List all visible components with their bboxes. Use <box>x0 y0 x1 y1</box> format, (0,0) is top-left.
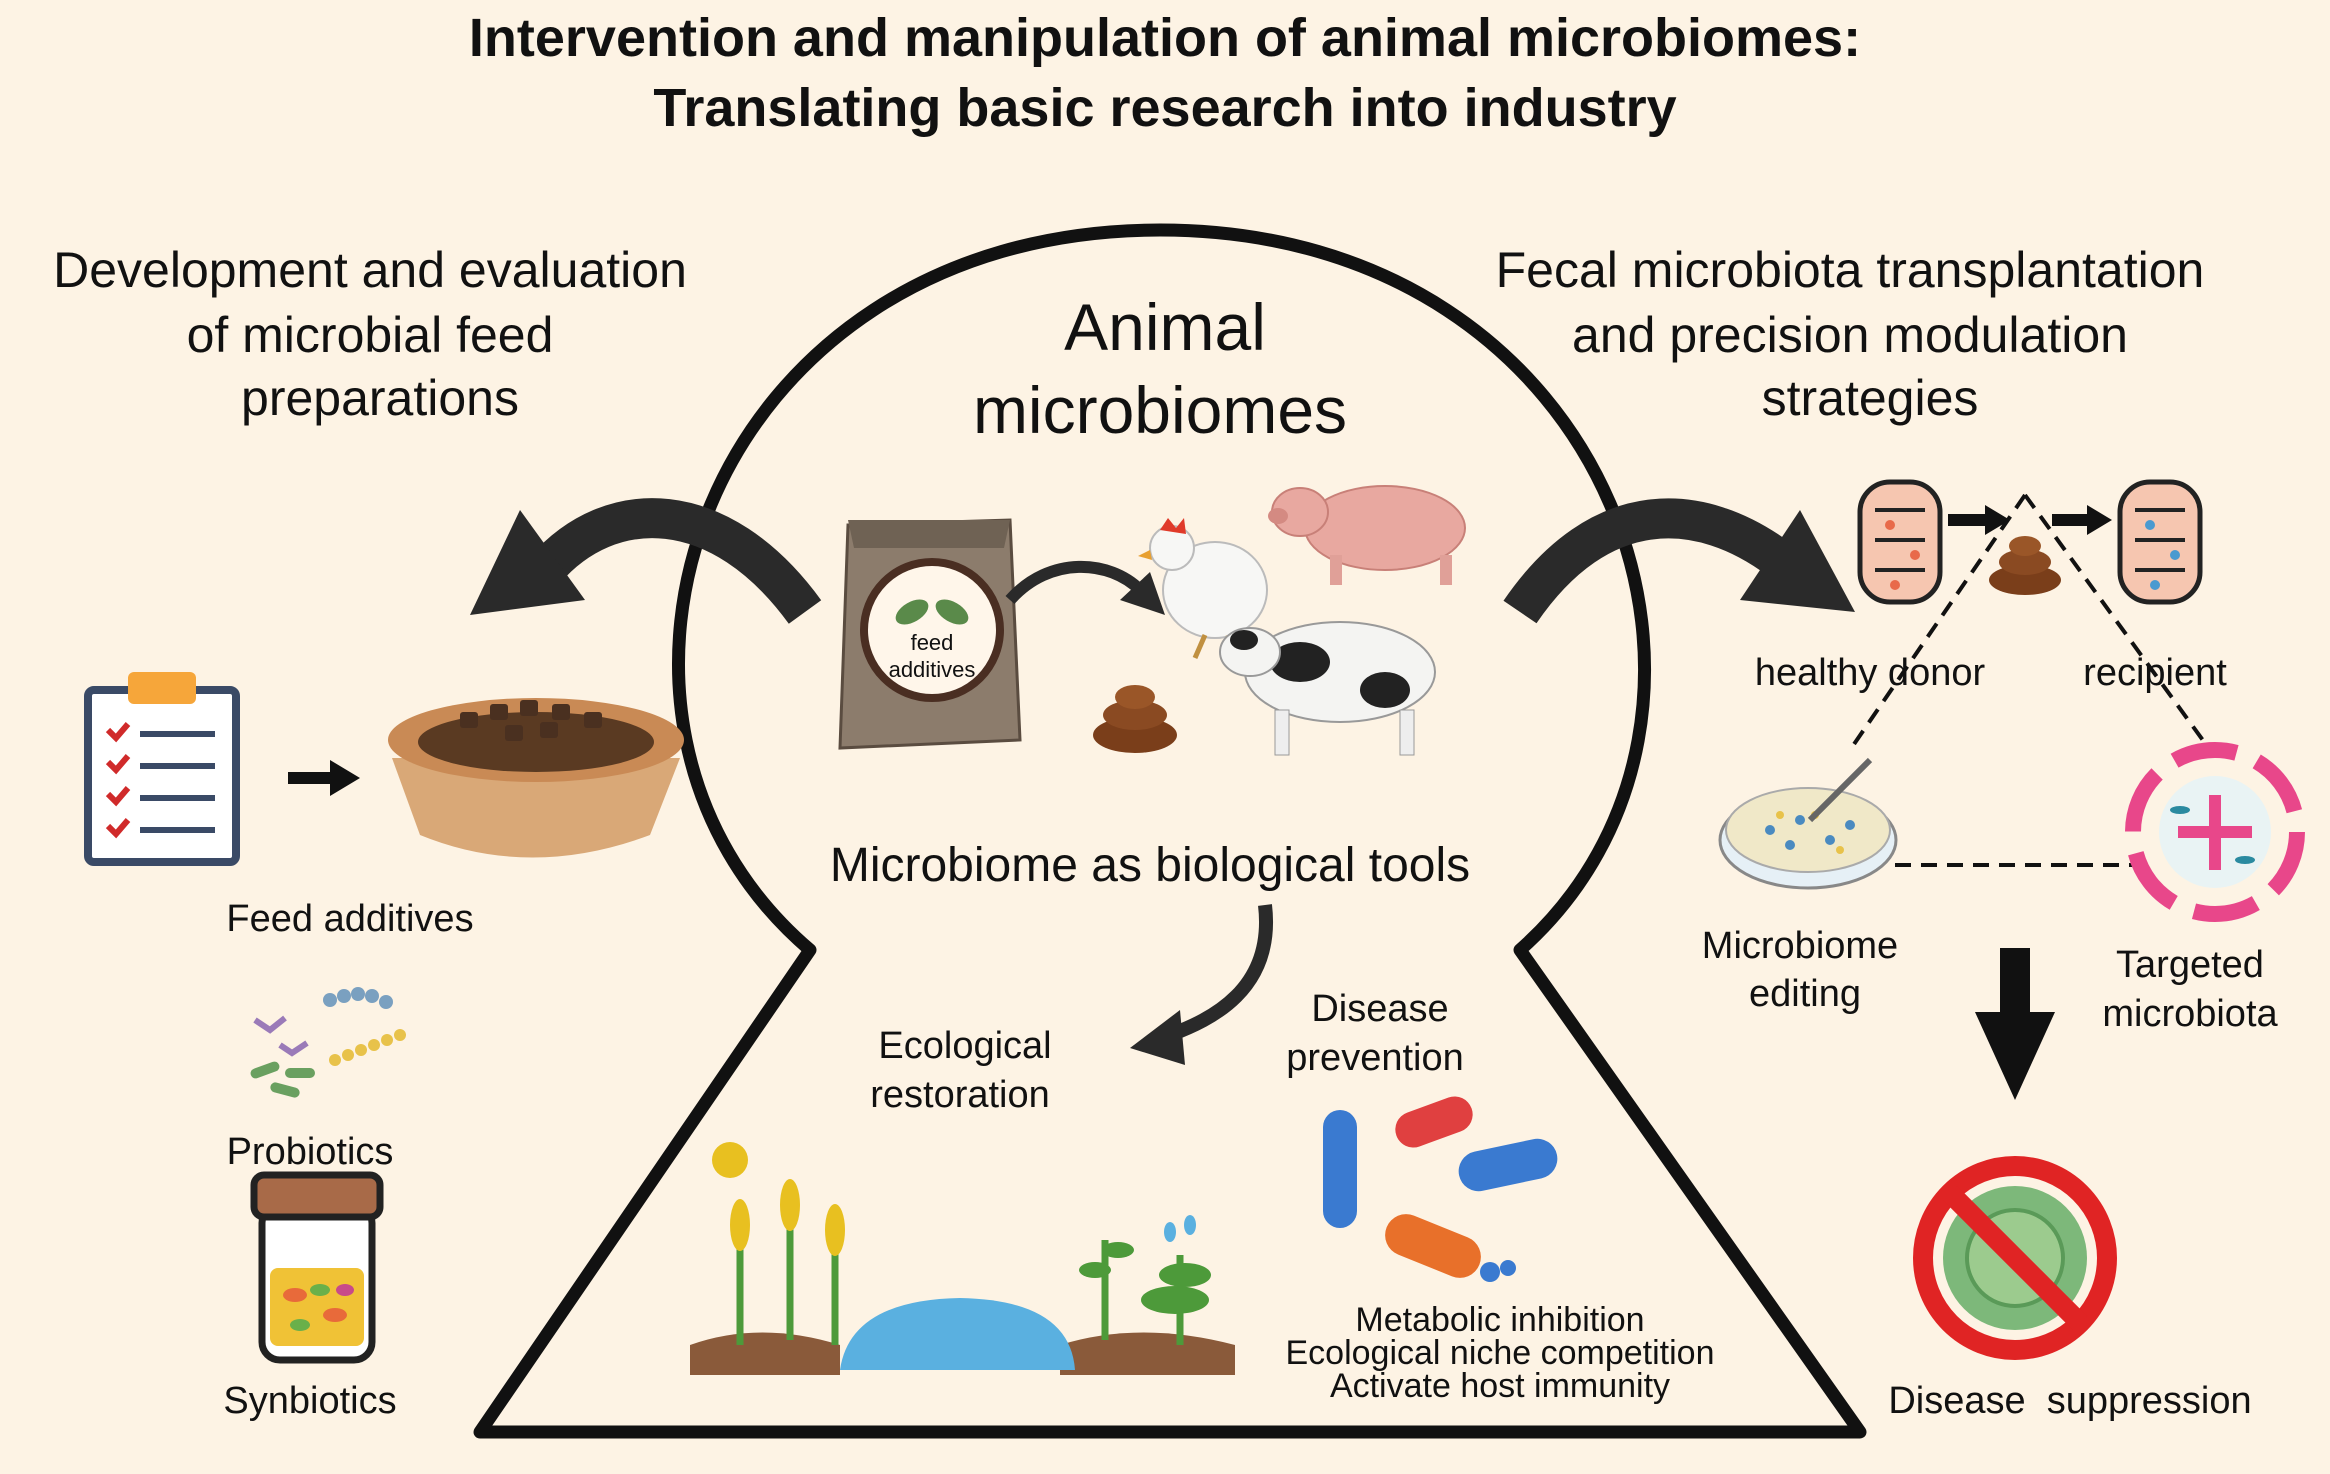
probiotics-label: Probiotics <box>226 1131 394 1173</box>
ecological-label-line-2: restoration <box>870 1074 1050 1116</box>
right-heading-line-2: and precision modulation <box>1572 307 2128 363</box>
center-title-line-1: Animal <box>1064 290 1266 364</box>
donor-intestine-icon <box>1857 479 1943 605</box>
no-virus-icon <box>1913 1156 2117 1360</box>
tools-label: Microbiome as biological tools <box>829 839 1471 892</box>
dashed-connectors <box>1848 493 2212 867</box>
arrow-to-ecological-icon <box>1130 904 1274 1065</box>
ecological-label-line-1: Ecological <box>878 1025 1052 1067</box>
left-heading-line-2: of microbial feed <box>186 307 554 363</box>
arrow-down-icon <box>1975 948 2055 1100</box>
transfer-arrows-icon <box>1948 505 2112 535</box>
pathogenic-bacteria-icon <box>1323 1096 1558 1282</box>
feed-bowl-icon <box>388 698 684 858</box>
ecological-scene-icon <box>690 1142 1235 1375</box>
synbiotics-jar-icon <box>250 1171 384 1364</box>
poop-icon <box>1093 685 1177 753</box>
left-heading-line-3: preparations <box>241 370 519 426</box>
petri-dish-icon <box>1718 757 1898 890</box>
disease-prevention-line-1: Disease <box>1311 988 1449 1030</box>
bag-label-line-2: additives <box>888 657 976 682</box>
center-title-line-2: microbiomes <box>972 373 1348 447</box>
left-heading-line-1: Development and evaluation <box>53 242 687 298</box>
mechanism-3: Activate host immunity <box>1329 1367 1671 1405</box>
pig-icon <box>1268 485 1466 585</box>
targeted-label-line-1: Targeted <box>2116 944 2264 986</box>
right-heading-line-1: Fecal microbiota transplantation <box>1495 242 2205 298</box>
arrow-bag-to-animals-icon <box>1005 560 1165 615</box>
title-line-2: Translating basic research into industry <box>653 78 1677 138</box>
recipient-intestine-icon <box>2117 479 2203 605</box>
probiotics-bacteria-icon <box>250 987 406 1098</box>
mechanism-1: Metabolic inhibition <box>1355 1301 1645 1339</box>
mechanism-2: Ecological niche competition <box>1285 1334 1715 1372</box>
arrow-to-left-icon <box>470 498 822 624</box>
editing-label-line-2: editing <box>1749 973 1861 1015</box>
feed-bag-icon <box>838 518 1022 750</box>
synbiotics-label: Synbiotics <box>223 1380 397 1422</box>
editing-label-line-1: Microbiome <box>1701 925 1899 967</box>
arrow-to-right-icon <box>1503 498 1855 624</box>
disease-prevention-line-2: prevention <box>1286 1037 1464 1079</box>
disease-suppression-label: Disease suppression <box>1888 1380 2252 1422</box>
fmt-poop-icon <box>1989 536 2061 595</box>
recipient-label: recipient <box>2083 652 2227 694</box>
keyhole-outline <box>473 223 1867 1439</box>
cow-icon <box>1219 621 1436 756</box>
arrow-to-bowl-icon <box>288 760 360 796</box>
target-crosshair-icon <box>2125 742 2305 922</box>
healthy-donor-label: healthy donor <box>1754 652 1986 694</box>
title-line-1: Intervention and manipulation of animal … <box>468 8 1862 68</box>
checklist-clipboard-icon <box>84 672 240 866</box>
targeted-label-line-2: microbiota <box>2102 993 2278 1035</box>
bag-label-line-1: feed <box>910 630 954 655</box>
right-heading-line-3: strategies <box>1761 370 1979 426</box>
